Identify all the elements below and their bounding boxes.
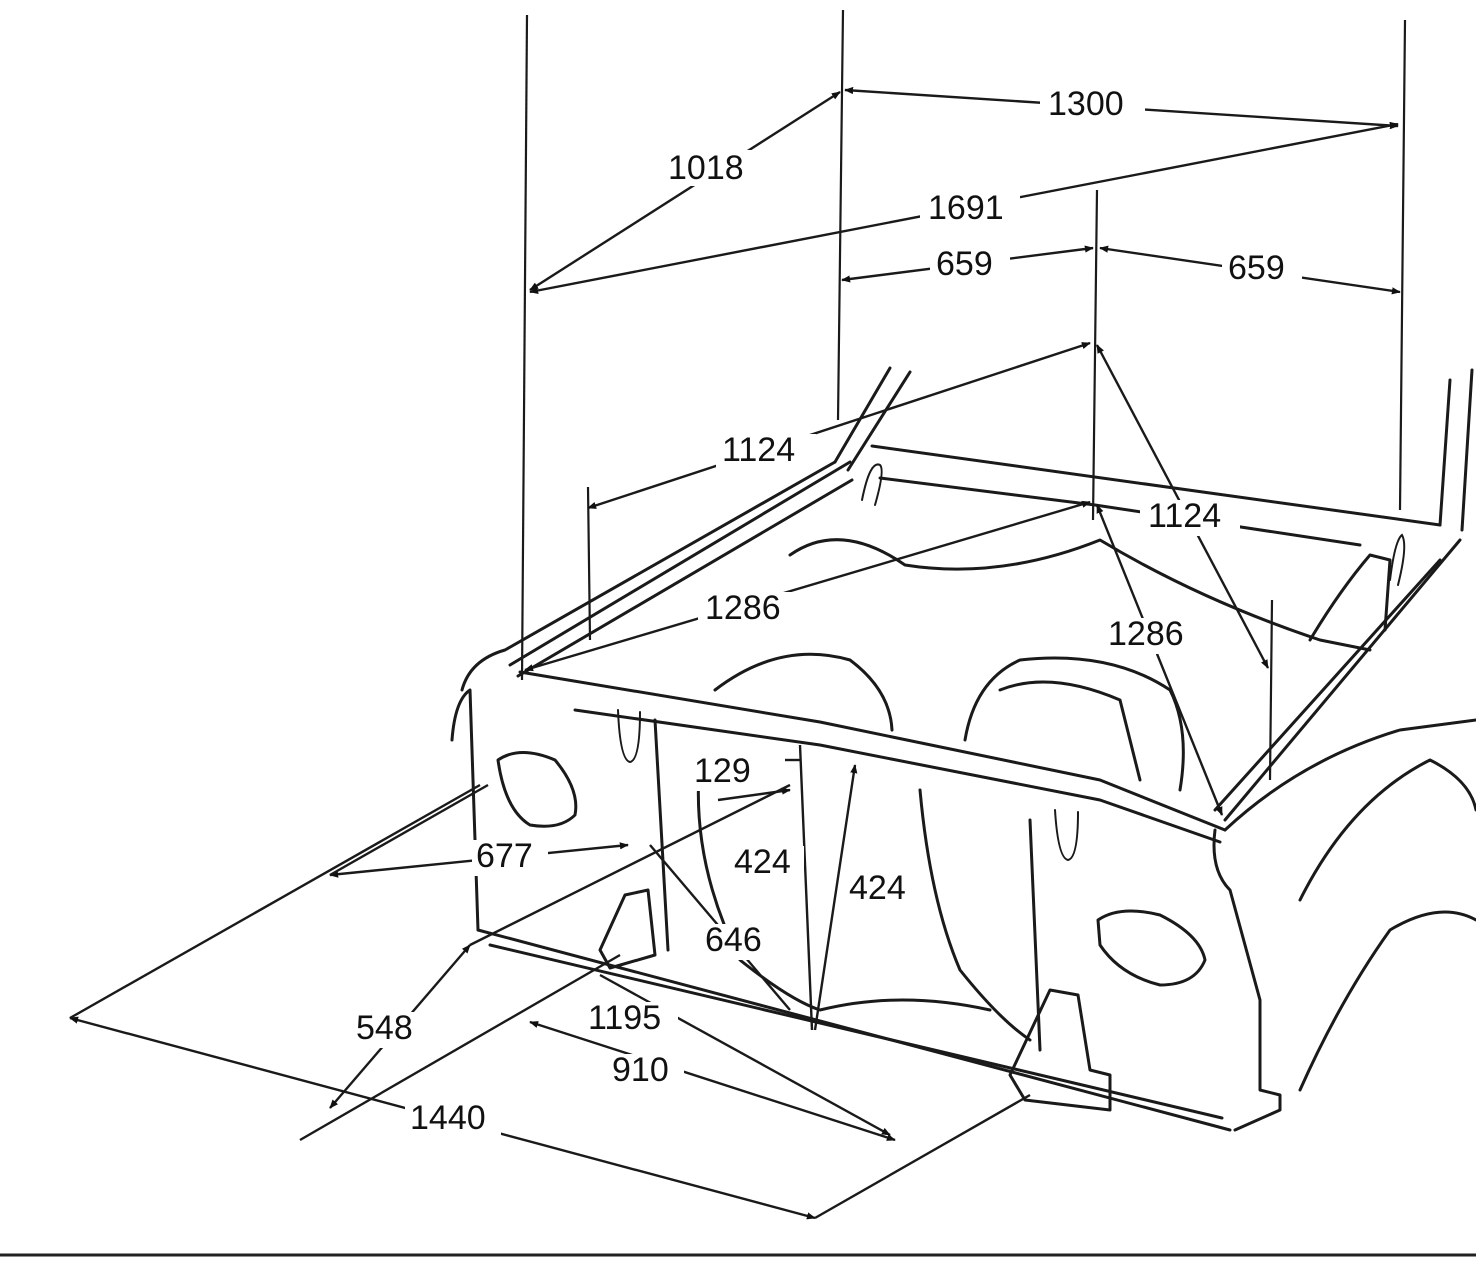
right-bracket (1008, 988, 1112, 1112)
ref-line-center-left (836, 9, 845, 421)
label-1124-left: 1124 (722, 431, 795, 469)
dim-vert-424-right (813, 764, 858, 1031)
dim-ext-548-base (299, 953, 621, 1142)
label-548: 548 (356, 1009, 413, 1047)
dim-line-1286-left (524, 500, 1091, 672)
dim-line-1286-right (1095, 504, 1224, 816)
dim-ext-1440-left (69, 783, 481, 1020)
right-headlamp-opening (1096, 909, 1207, 987)
right-fender-edge (1223, 538, 1462, 822)
right-headlamp-panel (1212, 828, 1282, 1132)
right-fender-top (1223, 718, 1476, 832)
left-fender-lip (460, 460, 837, 692)
left-headlamp-panel (450, 688, 480, 932)
left-fender-edge-inner (516, 478, 854, 678)
a-pillar-right (1438, 378, 1452, 527)
radiator-opening-right (918, 788, 1032, 1042)
label-910: 910 (612, 1051, 669, 1089)
cowl-rail (878, 476, 1362, 547)
right-slot (1054, 809, 1079, 862)
right-strut-tower (963, 656, 1185, 792)
ref-line-center (1091, 189, 1099, 521)
firewall-panel (788, 538, 1372, 652)
right-tower (1308, 553, 1392, 642)
label-1124-right: 1124 (1148, 497, 1221, 535)
label-1440: 1440 (410, 1099, 486, 1137)
dimension-labels: 1018 1300 1691 659 659 1124 1124 1286 12… (352, 85, 1302, 1138)
reference-lines (520, 9, 1407, 781)
ref-line-pillar (1268, 599, 1274, 781)
dim-line-1018 (529, 90, 841, 292)
right-wheel-arch-lower (1298, 910, 1476, 1092)
right-fender-edge-inner (1213, 558, 1442, 812)
label-1286-right: 1286 (1108, 615, 1184, 653)
right-wheel-arch (1298, 758, 1476, 902)
dim-ext-1440-right (814, 1093, 1031, 1220)
front-upper-rail-inner (573, 708, 1222, 844)
radiator-opening-left (696, 758, 992, 1012)
label-424-right: 424 (849, 869, 906, 907)
label-1300: 1300 (1048, 85, 1124, 123)
ref-line-right (1398, 19, 1407, 511)
label-129: 129 (694, 752, 751, 790)
label-1691: 1691 (928, 189, 1004, 227)
label-1286-left: 1286 (705, 589, 781, 627)
left-fender-edge (508, 460, 852, 667)
dim-ext-548 (469, 783, 791, 947)
dim-line-1124-left (587, 341, 1091, 510)
dim-ext-677 (329, 783, 489, 877)
label-646: 646 (705, 921, 762, 959)
label-677: 677 (476, 837, 533, 875)
label-1195: 1195 (588, 999, 661, 1037)
dimension-lines (69, 86, 1401, 1220)
label-1018: 1018 (668, 149, 744, 187)
label-424-left: 424 (734, 843, 791, 881)
a-pillar-right-2 (1460, 368, 1474, 532)
dim-vert-424-left (798, 744, 814, 1031)
left-headlamp-opening (496, 751, 578, 828)
left-slot (617, 709, 641, 764)
dim-line-1195 (529, 1020, 896, 1142)
left-center-post (653, 718, 670, 952)
cowl-slot-left (861, 463, 883, 506)
cowl-slot-right (1389, 533, 1406, 586)
right-strut-tower-inner (998, 680, 1142, 782)
label-659-left: 659 (936, 245, 993, 283)
left-bracket (598, 888, 657, 970)
ref-line-left (520, 14, 529, 681)
label-659-right: 659 (1228, 249, 1285, 287)
